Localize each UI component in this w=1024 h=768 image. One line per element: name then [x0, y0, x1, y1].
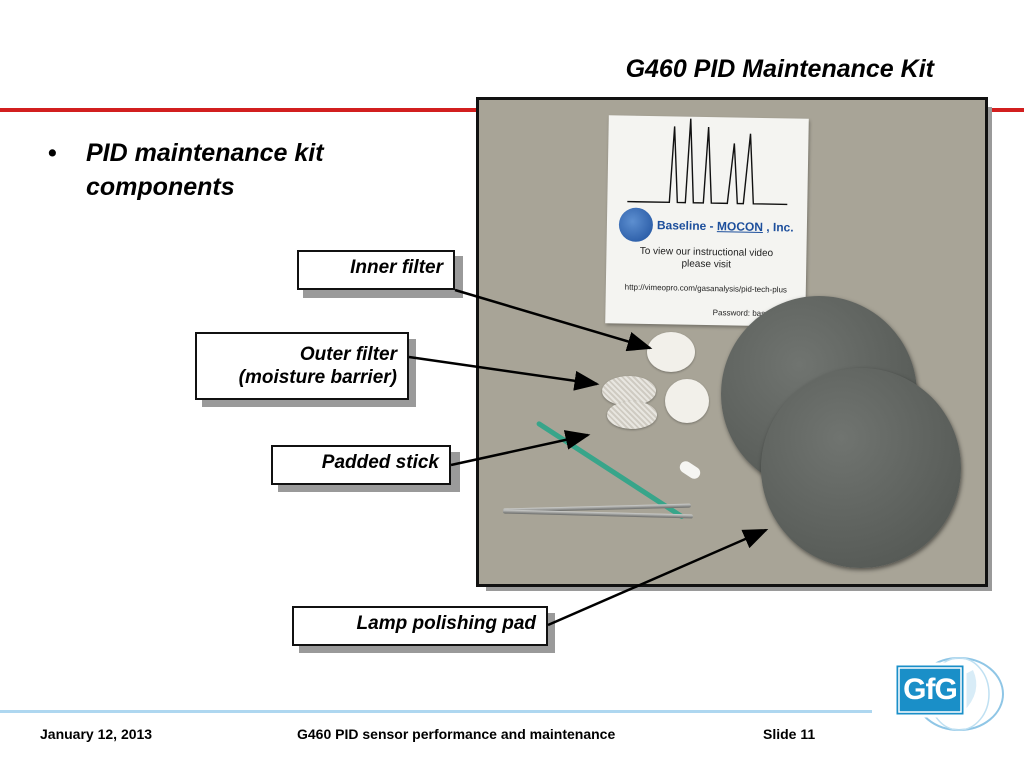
spare-filter-disc [665, 379, 709, 423]
callout-padded-stick: Padded stick [271, 445, 451, 485]
callout-inner-filter-label: Inner filter [350, 257, 443, 278]
kit-photo: Baseline - MOCON , Inc. To view our inst… [476, 97, 988, 587]
gfg-logo: GfG [893, 652, 1005, 732]
outer-filter-disc-2 [607, 401, 657, 429]
callout-outer-filter-line1: Outer filter [299, 344, 397, 365]
bullet-text: PID maintenance kit components [86, 139, 324, 201]
callout-outer-filter-line2: (moisture barrier) [238, 367, 397, 388]
instruction-card: Baseline - MOCON , Inc. To view our inst… [605, 115, 809, 327]
polishing-pad-front [761, 368, 961, 568]
chromatogram-graphic [627, 118, 788, 206]
arrow-outer-filter [408, 355, 600, 391]
callout-outer-filter: Outer filter (moisture barrier) [195, 332, 409, 400]
arrow-inner-filter [454, 288, 653, 352]
slide-title: G460 PID Maintenance Kit [625, 55, 934, 83]
footer-divider [0, 710, 872, 713]
footer-title: G460 PID sensor performance and maintena… [297, 726, 616, 742]
callout-lamp-polishing-pad: Lamp polishing pad [292, 606, 548, 646]
callout-padded-stick-label: Padded stick [321, 452, 439, 473]
gfg-globe-icon [893, 657, 1004, 731]
arrow-padded-stick [450, 430, 591, 467]
bullet-item: • PID maintenance kit components [48, 136, 408, 204]
footer-date: January 12, 2013 [40, 726, 153, 742]
arrow-polishing-pad [547, 528, 769, 627]
bullet-symbol: • [48, 139, 57, 167]
gfg-logo-text: GfG [903, 673, 958, 706]
callout-lamp-pad-label: Lamp polishing pad [356, 613, 536, 634]
inner-filter-disc [647, 332, 695, 372]
footer-slide-number: Slide 11 [763, 726, 816, 742]
callout-inner-filter: Inner filter [297, 250, 455, 290]
